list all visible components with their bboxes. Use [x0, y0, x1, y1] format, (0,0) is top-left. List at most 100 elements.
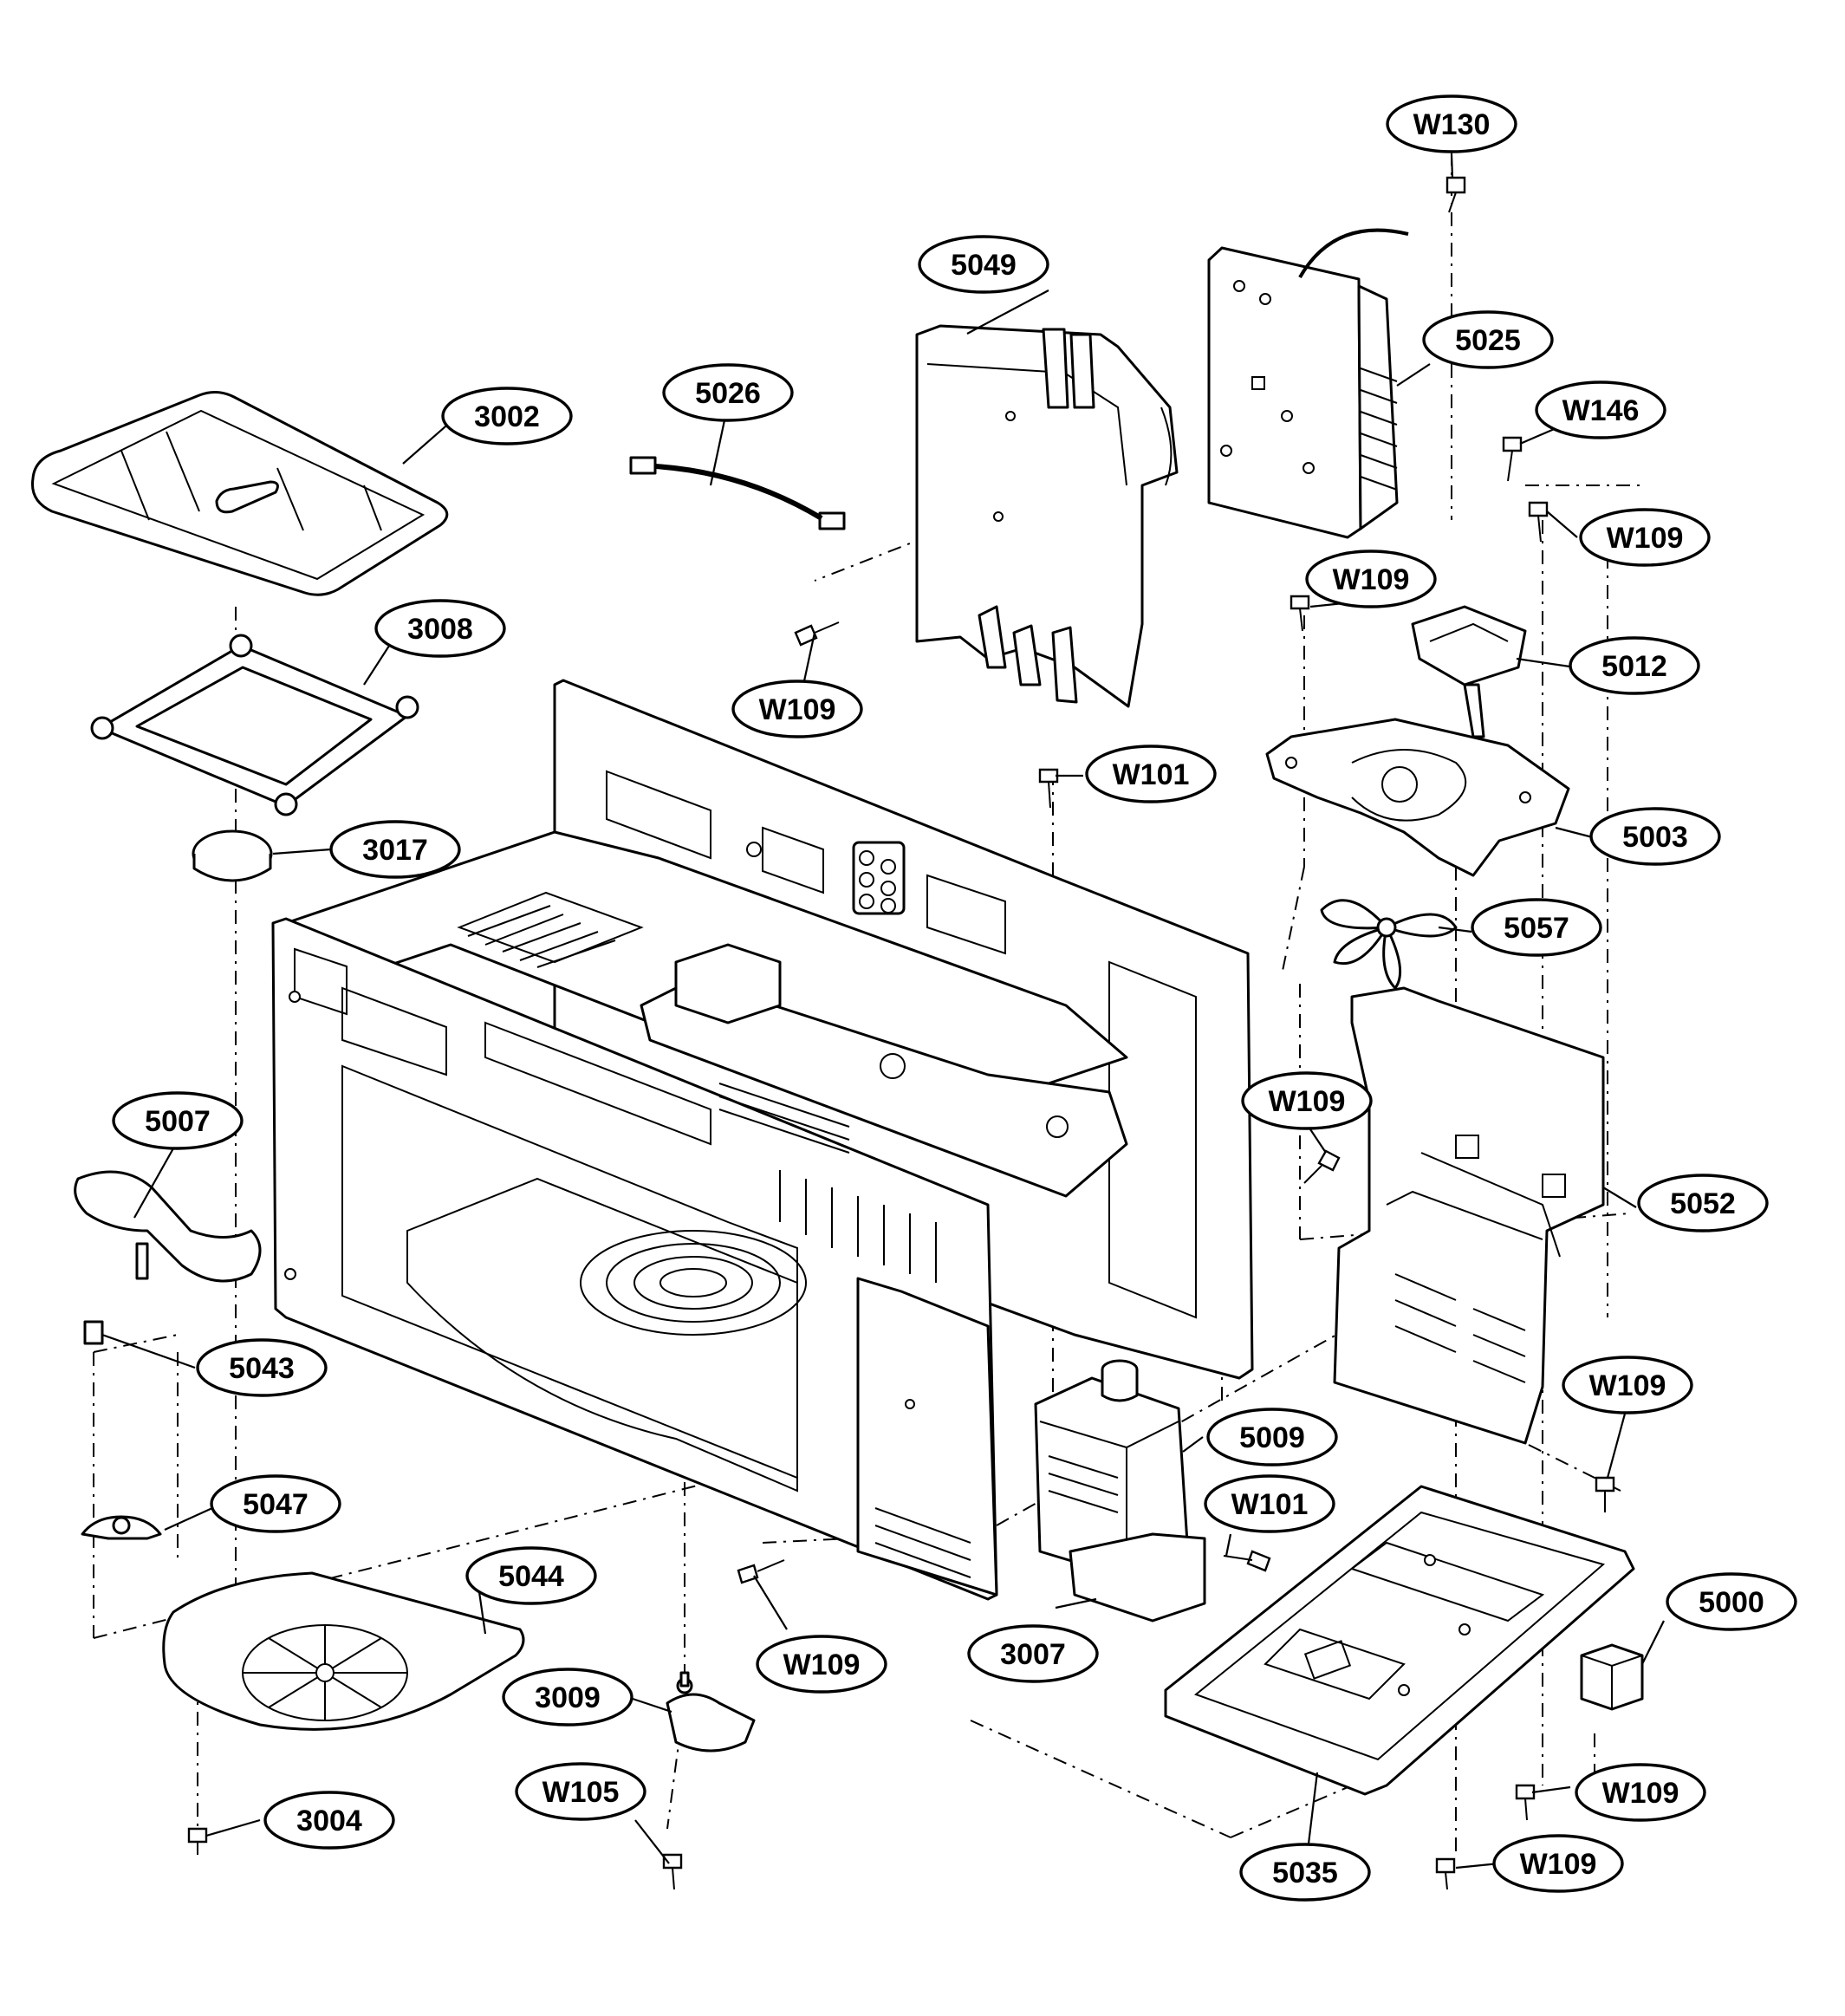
callout-label: W101: [1113, 758, 1190, 791]
screw-w101-top: [1038, 768, 1059, 809]
turntable-motor-part: [666, 1671, 756, 1753]
callout-5057: 5057: [1471, 898, 1602, 957]
screw-w109-right: [1595, 1476, 1615, 1512]
callout-oval: [756, 1635, 887, 1694]
callout-oval: [210, 1474, 341, 1533]
callout-3007: 3007: [967, 1624, 1099, 1683]
callout-label: 5043: [229, 1352, 295, 1385]
callout-label: 5057: [1504, 912, 1569, 945]
callout-label: 5009: [1239, 1421, 1305, 1454]
callout-5012: 5012: [1569, 636, 1700, 695]
screws: [187, 176, 1615, 1890]
air-duct-part: [1333, 986, 1605, 1445]
callout-oval: [1492, 1834, 1624, 1893]
callout-label: 3008: [407, 613, 473, 646]
screw-w109-bottom-center: [737, 1559, 785, 1584]
callout-oval: [662, 363, 794, 422]
callout-5044: 5044: [465, 1546, 597, 1605]
switch-part: [1411, 605, 1527, 738]
callout-W109-b: W109: [1305, 550, 1437, 608]
callout-3009: 3009: [502, 1668, 633, 1727]
callout-oval: [1471, 898, 1602, 957]
callout-oval: [1239, 1843, 1371, 1902]
callout-oval: [1637, 1174, 1769, 1232]
motor-shaft-part: [81, 1320, 162, 1540]
base-plate-part: [1164, 1485, 1635, 1796]
callout-oval: [918, 235, 1049, 294]
callout-label: W109: [759, 693, 836, 726]
callout-oval: [196, 1338, 328, 1397]
callout-oval: [1241, 1071, 1373, 1130]
callout-label: W146: [1562, 394, 1640, 427]
insulator-part: [1069, 1532, 1206, 1623]
callout-oval: [1569, 636, 1700, 695]
callout-label: 5044: [498, 1560, 564, 1593]
callout-oval: [1422, 310, 1554, 369]
callout-label: W109: [1520, 1848, 1597, 1881]
callout-3017: 3017: [329, 820, 461, 879]
screw-w109-center: [1290, 595, 1310, 632]
callout-W105: W105: [515, 1762, 646, 1821]
callout-oval: [967, 1624, 1099, 1683]
callout-oval: [441, 387, 573, 445]
callout-W130: W130: [1386, 94, 1517, 153]
callout-label: 5012: [1601, 650, 1667, 683]
callout-oval: [502, 1668, 633, 1727]
callout-label: 3004: [296, 1805, 362, 1837]
callout-label: 5052: [1670, 1187, 1736, 1220]
callout-label: W109: [1333, 563, 1410, 596]
callout-5043: 5043: [196, 1338, 328, 1397]
callout-5049: 5049: [918, 235, 1049, 294]
callout-label: W109: [783, 1649, 861, 1681]
callout-W109-e: W109: [1562, 1356, 1693, 1414]
callout-5026: 5026: [662, 363, 794, 422]
callout-5007: 5007: [112, 1091, 244, 1150]
callout-label: 5025: [1455, 324, 1521, 357]
callout-W109-f: W109: [756, 1635, 887, 1694]
callout-oval: [1666, 1572, 1797, 1631]
callout-label: W105: [542, 1776, 620, 1809]
callout-label: 3002: [474, 400, 540, 433]
callout-W109-h: W109: [1492, 1834, 1624, 1893]
callout-label: 5049: [951, 249, 1017, 282]
callout-oval: [112, 1091, 244, 1150]
callout-label: W101: [1231, 1488, 1309, 1521]
callout-label: 3017: [362, 834, 428, 867]
antenna-cover-part: [162, 1571, 525, 1731]
callout-W101-a: W101: [1085, 745, 1217, 803]
callout-oval: [1386, 94, 1517, 153]
callout-oval: [465, 1546, 597, 1605]
callout-oval: [1206, 1408, 1338, 1466]
callout-5052: 5052: [1637, 1174, 1769, 1232]
callout-label: W109: [1269, 1085, 1346, 1118]
screw-w109-lower-right: [1515, 1784, 1536, 1821]
screw-w109-mid-right: [1303, 1149, 1341, 1184]
callout-label: W109: [1607, 522, 1684, 555]
callout-W109-d: W109: [1241, 1071, 1373, 1130]
screw-w146: [1502, 436, 1523, 482]
callout-label: 3009: [535, 1681, 601, 1714]
screw-w109-top-right: [1528, 501, 1549, 543]
roller-ring-part: [90, 634, 419, 816]
screw-w109-bottom-right: [1435, 1857, 1456, 1890]
callout-oval: [1589, 807, 1721, 866]
callout-5047: 5047: [210, 1474, 341, 1533]
callout-oval: [731, 680, 863, 738]
noise-filter-part: [1580, 1643, 1644, 1711]
callout-W101-b: W101: [1204, 1474, 1335, 1533]
stirrer-part: [74, 1170, 262, 1283]
screw-w130: [1445, 176, 1466, 213]
oven-cavity-part: [271, 679, 1254, 1601]
screw-w105: [662, 1853, 683, 1890]
shield-bracket-part: [915, 324, 1179, 708]
screw-w101-bottom: [1223, 1550, 1271, 1572]
callout-5035: 5035: [1239, 1843, 1371, 1902]
callout-W109-g: W109: [1575, 1763, 1706, 1822]
callout-W109-a: W109: [1579, 508, 1711, 567]
callout-oval: [263, 1791, 395, 1850]
callout-leader-lines: [101, 153, 1665, 1873]
callout-label: 5000: [1699, 1586, 1764, 1619]
callout-oval: [1305, 550, 1437, 608]
callout-5009: 5009: [1206, 1408, 1338, 1466]
screw-3004: [187, 1827, 208, 1855]
